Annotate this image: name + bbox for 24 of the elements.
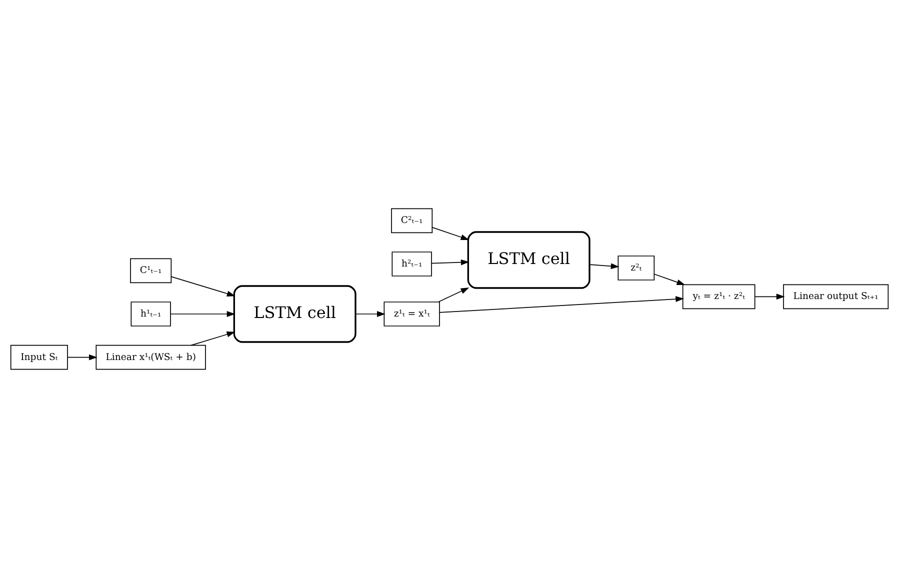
node-box: h¹ₜ₋₁ (130, 301, 171, 326)
arrow (431, 258, 470, 265)
arrow (67, 354, 98, 360)
arrow (654, 273, 686, 285)
node-box: Input Sₜ (10, 344, 68, 370)
arrow (190, 331, 236, 346)
arrow (754, 293, 785, 300)
arrow (170, 310, 236, 316)
arrow (438, 287, 470, 302)
node-box: z²ₜ (618, 255, 655, 280)
node-box: C¹ₜ₋₁ (130, 258, 172, 283)
node-box: LSTM cell (467, 230, 590, 288)
arrow (439, 296, 684, 312)
node-box: C²ₜ₋₁ (391, 208, 433, 233)
arrow (589, 262, 620, 269)
node-box: Linear x¹ₜ(WSₜ + b) (96, 344, 206, 370)
node-box: h²ₜ₋₁ (392, 251, 432, 276)
node-box: Linear output Sₜ₊₁ (783, 284, 889, 309)
node-box: LSTM cell (233, 284, 356, 342)
arrow (355, 310, 386, 316)
arrow (170, 276, 236, 296)
node-box: yₜ = z¹ₜ · z²ₜ (682, 284, 756, 309)
arrow (432, 226, 470, 240)
node-box: z¹ₜ = x¹ₜ (384, 301, 440, 326)
